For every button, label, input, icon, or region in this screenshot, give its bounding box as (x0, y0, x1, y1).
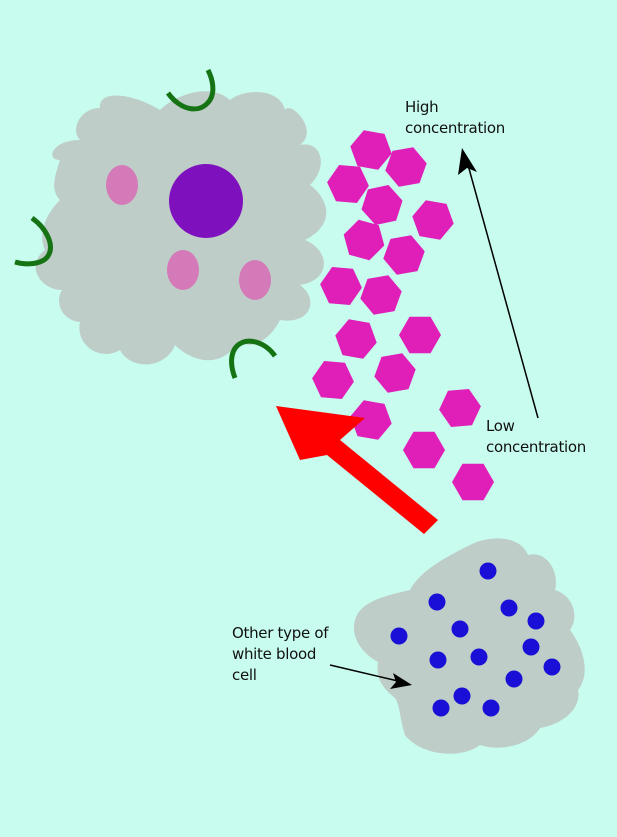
blue-dot (432, 699, 450, 717)
label-line: concentration (486, 438, 586, 456)
chemokine-hexagon (360, 275, 402, 315)
label-line: High (405, 98, 439, 116)
chemokine-hexagon (399, 316, 441, 354)
chemokine-hexagon (374, 353, 416, 393)
pointer-arrow (329, 664, 412, 689)
nucleus (169, 164, 243, 238)
concentration-arrow (458, 148, 539, 419)
chemokine-hexagon (320, 267, 362, 305)
blue-dot (429, 651, 447, 669)
chemokine-hexagon (452, 463, 494, 501)
chemokine-hexagon (439, 389, 481, 427)
receptor-icon (14, 215, 53, 267)
blue-dot (390, 627, 408, 645)
chemokine-hexagon (361, 185, 403, 225)
blue-dot (522, 638, 540, 656)
blue-dot (500, 599, 518, 617)
granule (106, 165, 138, 205)
label-line: Other type of (232, 624, 329, 642)
label-line: Low (486, 417, 515, 435)
migration-arrow-icon (276, 406, 438, 534)
granule (239, 260, 271, 300)
other-cell-label: Other type of white blood cell (232, 623, 329, 686)
arrow-head-icon (458, 148, 477, 175)
chemokine-hexagon (412, 200, 454, 240)
chemokine-hexagon (385, 147, 427, 187)
label-line: white blood (232, 645, 317, 663)
blue-dot (482, 699, 500, 717)
chemokine-hexagon (350, 130, 392, 170)
blue-dot (543, 658, 561, 676)
chemokine-hexagon (327, 165, 369, 203)
chemokine-hexagon (335, 319, 377, 359)
blue-dot (453, 687, 471, 705)
small-cell-body (354, 538, 585, 754)
receptor-icon (165, 68, 216, 112)
chemokine-hexagon (312, 361, 354, 399)
blue-dot (479, 562, 497, 580)
receptor-icon (229, 338, 278, 379)
chemokine-hexagon (350, 400, 392, 440)
chemokine-gradient (312, 130, 494, 501)
blue-dot (527, 612, 545, 630)
chemokine-hexagon (383, 235, 425, 275)
other-white-blood-cell (329, 538, 585, 754)
granule (167, 250, 199, 290)
chemokine-hexagon (403, 431, 445, 469)
blue-dot (428, 593, 446, 611)
large-white-blood-cell (14, 68, 327, 379)
blue-dot (451, 620, 469, 638)
chemokine-hexagon (343, 219, 385, 261)
high-concentration-label: High concentration (405, 97, 505, 139)
blue-dot-cluster (390, 562, 561, 717)
blue-dot (505, 670, 523, 688)
label-line: concentration (405, 119, 505, 137)
blue-dot (470, 648, 488, 666)
label-line: cell (232, 666, 257, 684)
low-concentration-label: Low concentration (486, 416, 586, 458)
arrow-head-icon (390, 673, 412, 689)
